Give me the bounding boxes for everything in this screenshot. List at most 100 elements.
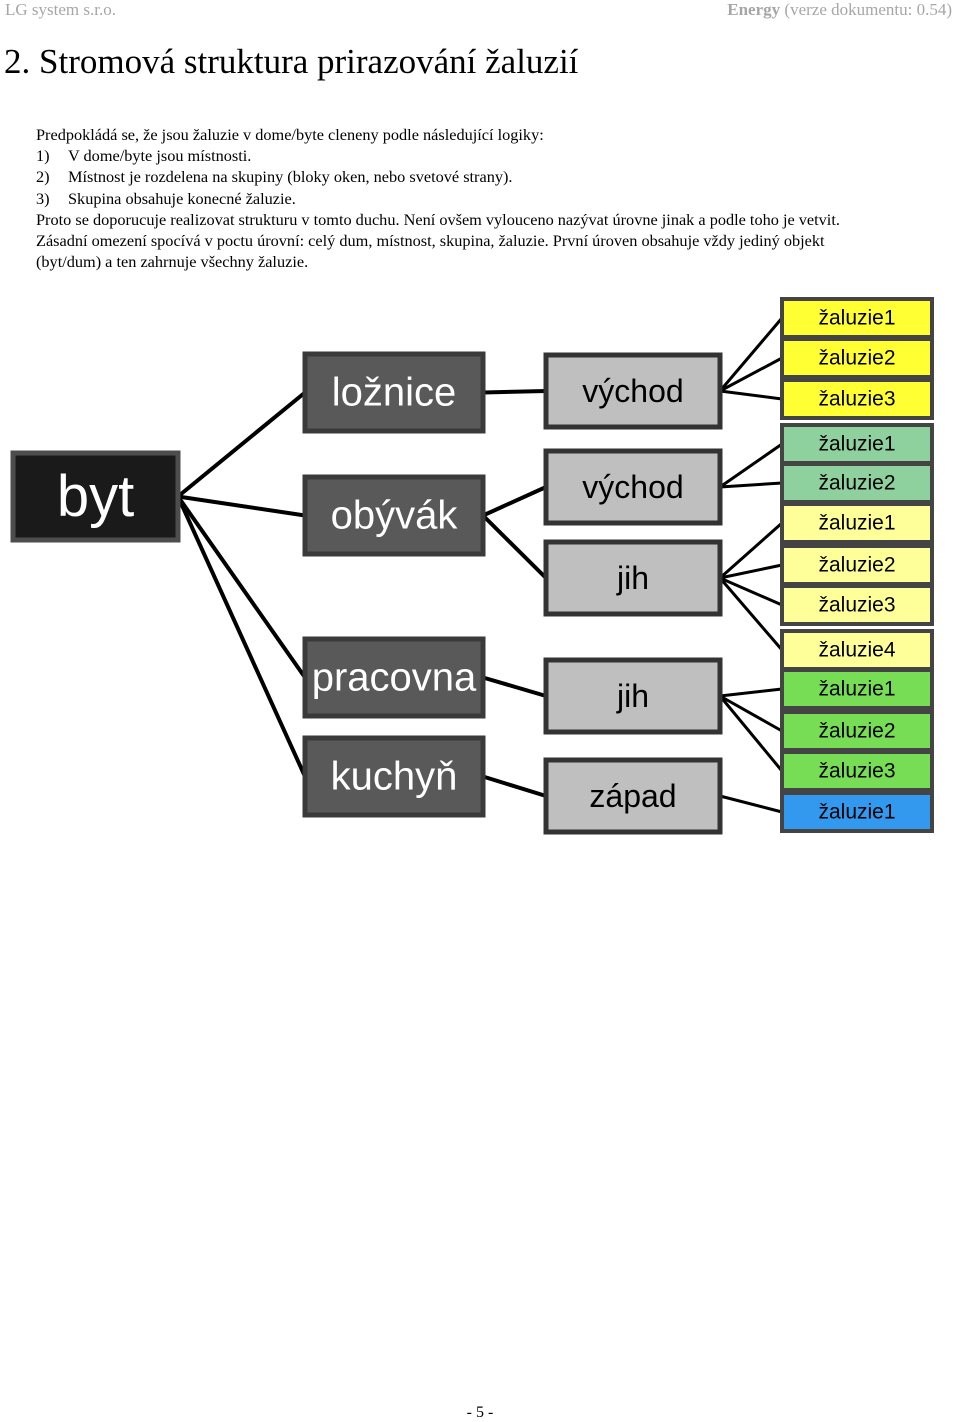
list-item: 2)Místnost je rozdelena na skupiny (blok…: [36, 166, 936, 187]
tree-blind-label: žaluzie1: [818, 433, 895, 456]
tree-room-label: ložnice: [332, 371, 457, 415]
tree-blind-box: [780, 423, 934, 465]
tree-group: jih: [543, 657, 723, 735]
tree-group: západ: [543, 757, 723, 835]
tree-group-label: západ: [589, 778, 676, 814]
tree-connector-line: [719, 687, 783, 698]
tree-root: byt: [10, 450, 181, 543]
tree-group-box: [543, 539, 723, 617]
tree-blind-box: [780, 297, 934, 339]
tree-connector-line: [719, 481, 783, 489]
header-product: Energy: [727, 0, 781, 19]
header-version: Energy (verze dokumentu: 0.54): [727, 0, 952, 20]
page-number: - 5 -: [466, 1404, 494, 1421]
tree-group-label: jih: [616, 560, 649, 596]
tree-root-box: [10, 450, 181, 543]
tree-room: pracovna: [302, 636, 486, 719]
tree-group-label: východ: [582, 373, 683, 409]
tree-group-box: [543, 352, 723, 430]
tree-group-label: jih: [616, 678, 649, 714]
tree-blind-label: žaluzie1: [818, 307, 895, 330]
tree-blind: žaluzie3: [780, 378, 934, 420]
tree-diagram: byt ložnice obývák pracovna kuchyň východ vých…: [10, 297, 934, 835]
tree-blind: žaluzie4: [780, 629, 934, 671]
tree-connectors: [176, 317, 784, 814]
tree-group-label: východ: [582, 469, 683, 505]
tree-blind-label: žaluzie1: [818, 678, 895, 701]
tree-connector-line: [719, 521, 783, 580]
tree-blind: žaluzie2: [780, 710, 934, 752]
tree-blind-label: žaluzie2: [818, 720, 895, 743]
tree-connector-line: [718, 317, 784, 392]
tree-connector-line: [482, 675, 547, 698]
list-item: 3) Skupina obsahuje konecné žaluzie.: [36, 188, 936, 209]
tree-connector-line: [481, 514, 548, 580]
tree-connector-line: [176, 495, 307, 778]
tree-blind: žaluzie2: [780, 337, 934, 379]
list-number: 3): [36, 188, 50, 208]
tree-blind-label: žaluzie3: [818, 594, 895, 617]
tree-blind-box: [780, 462, 934, 504]
tree-room-label: kuchyň: [331, 755, 458, 799]
tree-connector-line: [718, 577, 784, 651]
tree-connector-line: [482, 774, 547, 798]
tree-root-label: byt: [57, 464, 134, 529]
tree-room: kuchyň: [302, 735, 486, 818]
tree-group: východ: [543, 448, 723, 526]
tree-room-label: pracovna: [312, 656, 477, 700]
tree-blind-label: žaluzie2: [818, 554, 895, 577]
tree-blind: žaluzie1: [780, 423, 934, 465]
tree-connector-line: [176, 495, 307, 679]
tree-connector-line: [719, 563, 783, 580]
tree-blind-box: [780, 668, 934, 710]
tree-room-label: obývák: [331, 494, 459, 538]
tree-blind: žaluzie1: [780, 297, 934, 339]
paragraph-line: Zásadní omezení spocívá v poctu úrovní: …: [36, 231, 825, 251]
tree-blind-label: žaluzie2: [818, 347, 895, 370]
tree-group-box: [543, 448, 723, 526]
paragraph-line: Proto se doporucuje realizovat strukturu…: [36, 209, 840, 229]
tree-blind-box: [780, 750, 934, 792]
tree-blind-label: žaluzie4: [818, 639, 895, 662]
tree-blind: žaluzie2: [780, 544, 934, 586]
header-company: LG system s.r.o.: [5, 0, 116, 19]
tree-connector-line: [482, 485, 547, 518]
tree-connector-line: [719, 442, 783, 489]
tree-connector-line: [718, 695, 784, 772]
tree-blind-label: žaluzie3: [818, 388, 895, 411]
tree-group-box: [543, 657, 723, 735]
tree-blind-label: žaluzie1: [818, 801, 895, 824]
tree-connector-line: [719, 694, 783, 733]
list-text: Místnost je rozdelena na skupiny (bloky …: [68, 167, 513, 187]
tree-connector-line: [719, 389, 783, 401]
tree-blind: žaluzie2: [780, 462, 934, 504]
body-text: Predpokládá se, že jsou žaluzie v dome/b…: [36, 124, 936, 272]
tree-blind-box: [780, 502, 934, 544]
tree-blind-box: [780, 378, 934, 420]
tree-room-box: [302, 735, 486, 818]
tree-blind-label: žaluzie1: [818, 512, 895, 535]
tree-room: ložnice: [302, 351, 486, 434]
tree-nodes: byt ložnice obývák pracovna kuchyň východ vých…: [10, 297, 934, 835]
tree-group-box: [543, 757, 723, 835]
list-text: V dome/byte jsou místnosti.: [68, 146, 252, 166]
tree-group: jih: [543, 539, 723, 617]
tree-blind: žaluzie1: [780, 502, 934, 544]
tree-blind-box: [780, 584, 934, 626]
tree-connector-line: [176, 390, 307, 499]
header-version-text: (verze dokumentu: 0.54): [784, 0, 952, 19]
list-text: Skupina obsahuje konecné žaluzie.: [68, 188, 296, 208]
tree-connector-line: [719, 794, 783, 814]
tree-blind-label: žaluzie3: [818, 760, 895, 783]
tree-room-box: [302, 636, 486, 719]
tree-connector-line: [719, 356, 783, 393]
tree-blind-label: žaluzie2: [818, 472, 895, 495]
tree-blind: žaluzie3: [780, 584, 934, 626]
tree-room-box: [302, 351, 486, 434]
tree-blind: žaluzie3: [780, 750, 934, 792]
tree-room-box: [302, 474, 486, 557]
tree-group: východ: [543, 352, 723, 430]
tree-connector-line: [719, 576, 783, 607]
tree-room: obývák: [302, 474, 486, 557]
tree-blind: žaluzie1: [780, 668, 934, 710]
